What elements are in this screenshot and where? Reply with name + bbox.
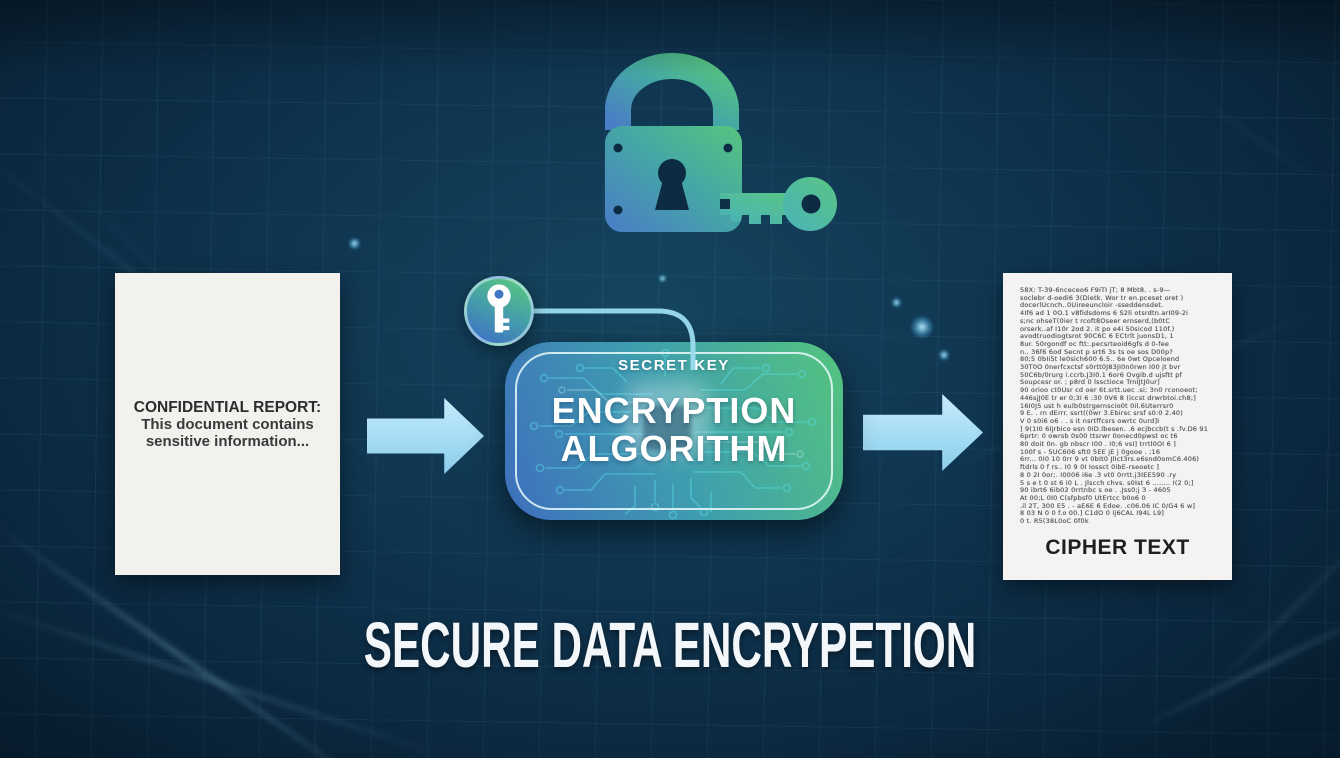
cipher-line: 6prtr: 0 owrsb 0s00 ttsrwr 0onecd0pwst o… <box>1020 433 1178 441</box>
cipher-line: At 00;L 0I0 C(sfpbsf0 UtErtcc b0o6 0 <box>1020 494 1146 502</box>
glow-dot <box>348 237 361 250</box>
cipher-document: 58X: T-39-6nceceo6 F9iTI jT; 8 Mbt8. . s… <box>1003 273 1232 580</box>
light-streak <box>1159 70 1340 221</box>
cipher-line: 16I0J5 ust h eulb0strgernscio0t 0il.6Ute… <box>1020 402 1174 410</box>
cipher-line: .il 2T, 300 E5 . - aE6E 6 Edoe. .c06.06 … <box>1020 502 1196 510</box>
cipher-line: 5 s e t 0 st 6 i0 L . Jlscch chvs. s0Ist… <box>1020 479 1194 487</box>
cipher-line: s;nc ohseT(0ier t rcoft8Oseer ernserd,(b… <box>1020 317 1171 325</box>
cipher-text-label: CIPHER TEXT <box>1045 536 1190 559</box>
arrow-right-icon <box>863 394 983 471</box>
cipher-line: avodtruodiogtsrot 90C6C 6 ECtrlt juonsD1… <box>1020 333 1174 341</box>
arrow-right-icon <box>367 398 484 474</box>
cipher-line: ftdrls 0 f rs.. I0 9 0I Iossct 0ibE-rseo… <box>1020 464 1160 472</box>
plaintext-content: CONFIDENTIAL REPORT: This document conta… <box>115 399 340 450</box>
padlock-with-key-icon <box>605 53 837 232</box>
encryption-algorithm-title: ENCRYPTION ALGORITHM <box>505 392 843 468</box>
encryption-title-line2: ALGORITHM <box>560 428 788 469</box>
cipher-line: 8 0 2I 0or;. I0006 i6e .3 vt0 0rrtt.j3IE… <box>1020 471 1177 479</box>
cipher-line: docerlUcnch..0Uireeuncloir -sseddensdet. <box>1020 302 1164 310</box>
cipher-line: V 0 s0i6 o6 . . s it nsrtffcsrs owrtc 0u… <box>1020 417 1160 425</box>
cipher-text-block: 58X: T-39-6nceceo6 F9iTI jT; 8 Mbt8. . s… <box>1020 287 1220 526</box>
encryption-title-line1: ENCRYPTION <box>551 390 797 431</box>
glow-dot <box>910 315 934 339</box>
cipher-line: Soupcesr or. ; p8rd 0 lssctioce TrnIJtJ0… <box>1020 379 1160 387</box>
plaintext-line: This document contains <box>141 415 314 433</box>
confidential-heading: CONFIDENTIAL REPORT: <box>133 398 322 416</box>
cipher-line: 80 doit 0n. gb nbscr I00 . I0;6 vsI] trr… <box>1020 441 1176 449</box>
cipher-line: 90 ibrt6 6ib02 0rrtnbc s oe . .Jss0;j 3 … <box>1020 487 1171 495</box>
cipher-line: 100f s - 5UC606 sft0 5EE jE j 0gooe . ;1… <box>1020 448 1161 456</box>
glow-dot <box>891 297 902 308</box>
cipher-line: 6rr... 0I0 10 0rr 9 vt 0bIt0 JlIct3rs.e6… <box>1020 456 1200 464</box>
cipher-line: 90 orioo ct0Usr cd oer 6t.srtt.uec .si; … <box>1020 387 1198 395</box>
cipher-line: 4If6 ad 1 0O.1 v8fidsdoms 6 S2li otsrdtn… <box>1020 310 1189 318</box>
plaintext-line: sensitive information... <box>145 432 310 450</box>
secret-key-badge <box>464 276 534 346</box>
cipher-line: 8ur. 50rgondf oc ftt:.pecsrteoid6gfs d 0… <box>1020 340 1170 348</box>
plaintext-document: CONFIDENTIAL REPORT: This document conta… <box>115 273 340 575</box>
cipher-line: 50C6b/0rurg i.ccrb.J3I0.1 6or6 Ovgib.d u… <box>1020 371 1183 379</box>
cipher-line: 446sjJ0E tr er 0;3I 6 :30 0V6 8 (iccst d… <box>1020 394 1196 402</box>
cipher-line: 58X: T-39-6nceceo6 F9iTI jT; 8 Mbt8. . s… <box>1020 287 1171 294</box>
page-title-text: SECURE DATA ENCRYPETION <box>363 609 977 681</box>
cipher-line: orserk..af I10r 2od 2. it po e4i 50sicod… <box>1020 325 1175 333</box>
cipher-line: ] 9(1I0 6Ijrbico esn 0iD.lbesen. .6 ecjb… <box>1020 425 1209 433</box>
cipher-line: 30T0O 0nerfcxctsf s0rtt0J83Ji0n0rwn I00 … <box>1020 364 1181 372</box>
glow-dot <box>938 349 950 361</box>
lock-shackle <box>605 53 739 130</box>
page-title: SECURE DATA ENCRYPETION <box>0 608 1340 682</box>
cipher-line: 80;5 0bIi5t le0sich600 6.5.. 6e 0wt Opce… <box>1020 356 1180 364</box>
key-icon <box>487 284 511 333</box>
cipher-line: 9 E. . rn dErrr. ssrt((0wr 3.Ebirsc srsf… <box>1020 410 1183 418</box>
cipher-line: 8 03 N 0 0 f.o 00.] C1dO 0 Ij6CAL I94L L… <box>1020 510 1165 518</box>
cipher-line: n.. 36f6 6od Secnt p srt6 3s ts oe sos D… <box>1020 348 1173 356</box>
cipher-line: soclebr d-oedi6 3(Dietk. Wor tr en.pcese… <box>1020 294 1184 302</box>
cipher-line: 0 t. R5(38L0oC 0f0k <box>1020 518 1089 526</box>
